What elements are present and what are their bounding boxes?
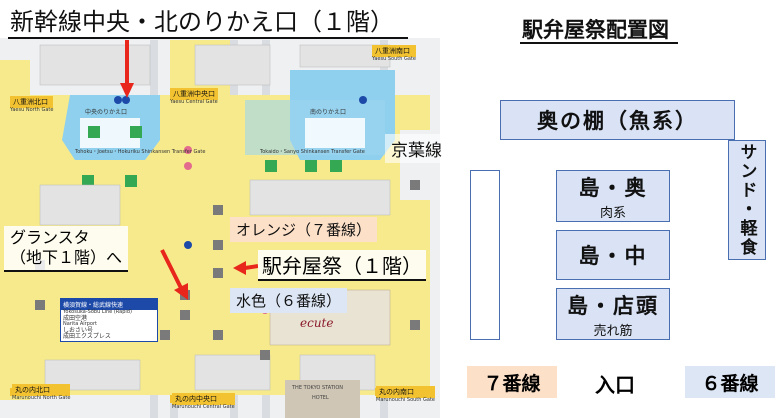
shima-naka-island: 島・中 xyxy=(556,230,670,280)
line6-label: ６番線 xyxy=(701,372,759,395)
map-floorplan xyxy=(0,38,440,418)
tokyo-station-name: THE TOKYO STATION xyxy=(292,385,344,391)
map-title: 新幹線中央・北のりかえ口（１階） xyxy=(10,8,394,36)
shima-oku-island: 島・奥 肉系 xyxy=(556,170,670,222)
tohoku-transfer-label: Tohoku・Joetsu・Hokuriku Shinkansen Transf… xyxy=(75,149,206,155)
shima-oku-label: 島・奥 xyxy=(578,175,648,200)
exit-yaesu-north: 八重洲北口 Yaesu North Gate xyxy=(10,96,54,113)
shima-tento-label: 島・店頭 xyxy=(567,293,659,318)
gransta-label: グランスタ （地下１階）へ xyxy=(4,226,129,272)
ekiben-label: 駅弁屋祭（１階） xyxy=(258,250,426,281)
exit-yaesu-central: 八重洲中央口 Yaesu Central Gate xyxy=(170,88,218,105)
diagram-title: 駅弁屋祭配置図 xyxy=(522,18,669,42)
exit-yaesu-south: 八重洲南口 Yaesu South Gate xyxy=(372,45,416,62)
south-transfer-label: 南のりかえ口 xyxy=(310,109,347,116)
exit-marunouchi-central: 丸の内中央口 Marunouchi Central Gate xyxy=(172,393,235,410)
shima-oku-sub: 肉系 xyxy=(599,205,626,221)
diagram-title-underline xyxy=(520,42,678,44)
tokaido-transfer-label: Tokaido・Sanyo Shinkansen Transfer Gate xyxy=(260,149,365,155)
tokyo-station-hotel: HOTEL xyxy=(312,395,329,401)
map-title-underline xyxy=(8,37,408,39)
left-wall-shelf xyxy=(470,170,500,340)
sandwich-shelf: サンド・軽食 xyxy=(728,140,766,260)
ecute-logo: ecute xyxy=(300,316,334,330)
line7-marker: ７番線 xyxy=(467,366,557,398)
station-map: 新幹線中央・北のりかえ口（１階） 八重洲北口 Yaesu North Gate … xyxy=(0,8,448,418)
keiyo-line-label: 京葉線 xyxy=(385,134,448,163)
entrance-label: 入口 xyxy=(595,373,635,397)
narita-line-sign: 横須賀線・総武線快速 Yokosuka-Sōbu Line (Rapid) 成田… xyxy=(60,298,158,342)
shima-tento-sub: 売れ筋 xyxy=(593,323,633,339)
shima-naka-label: 島・中 xyxy=(578,244,648,268)
mizuiro-track-label: 水色（６番線） xyxy=(230,288,348,313)
central-transfer-label: 中央のりかえ口 xyxy=(85,109,128,116)
line7-label: ７番線 xyxy=(483,372,541,395)
orange-track-label: オレンジ（７番線） xyxy=(230,217,378,242)
exit-marunouchi-north: 丸の内北口 Marunouchi North Gate xyxy=(12,384,71,401)
sandwich-label: サンド・軽食 xyxy=(736,143,757,257)
line6-marker: ６番線 xyxy=(685,366,775,398)
okunotana-shelf: 奥の棚（魚系） xyxy=(500,100,735,140)
okunotana-label: 奥の棚（魚系） xyxy=(537,109,698,133)
shima-tento-island: 島・店頭 売れ筋 xyxy=(556,288,670,340)
exit-marunouchi-south: 丸の内南口 Marunouchi South Gate xyxy=(376,386,435,403)
